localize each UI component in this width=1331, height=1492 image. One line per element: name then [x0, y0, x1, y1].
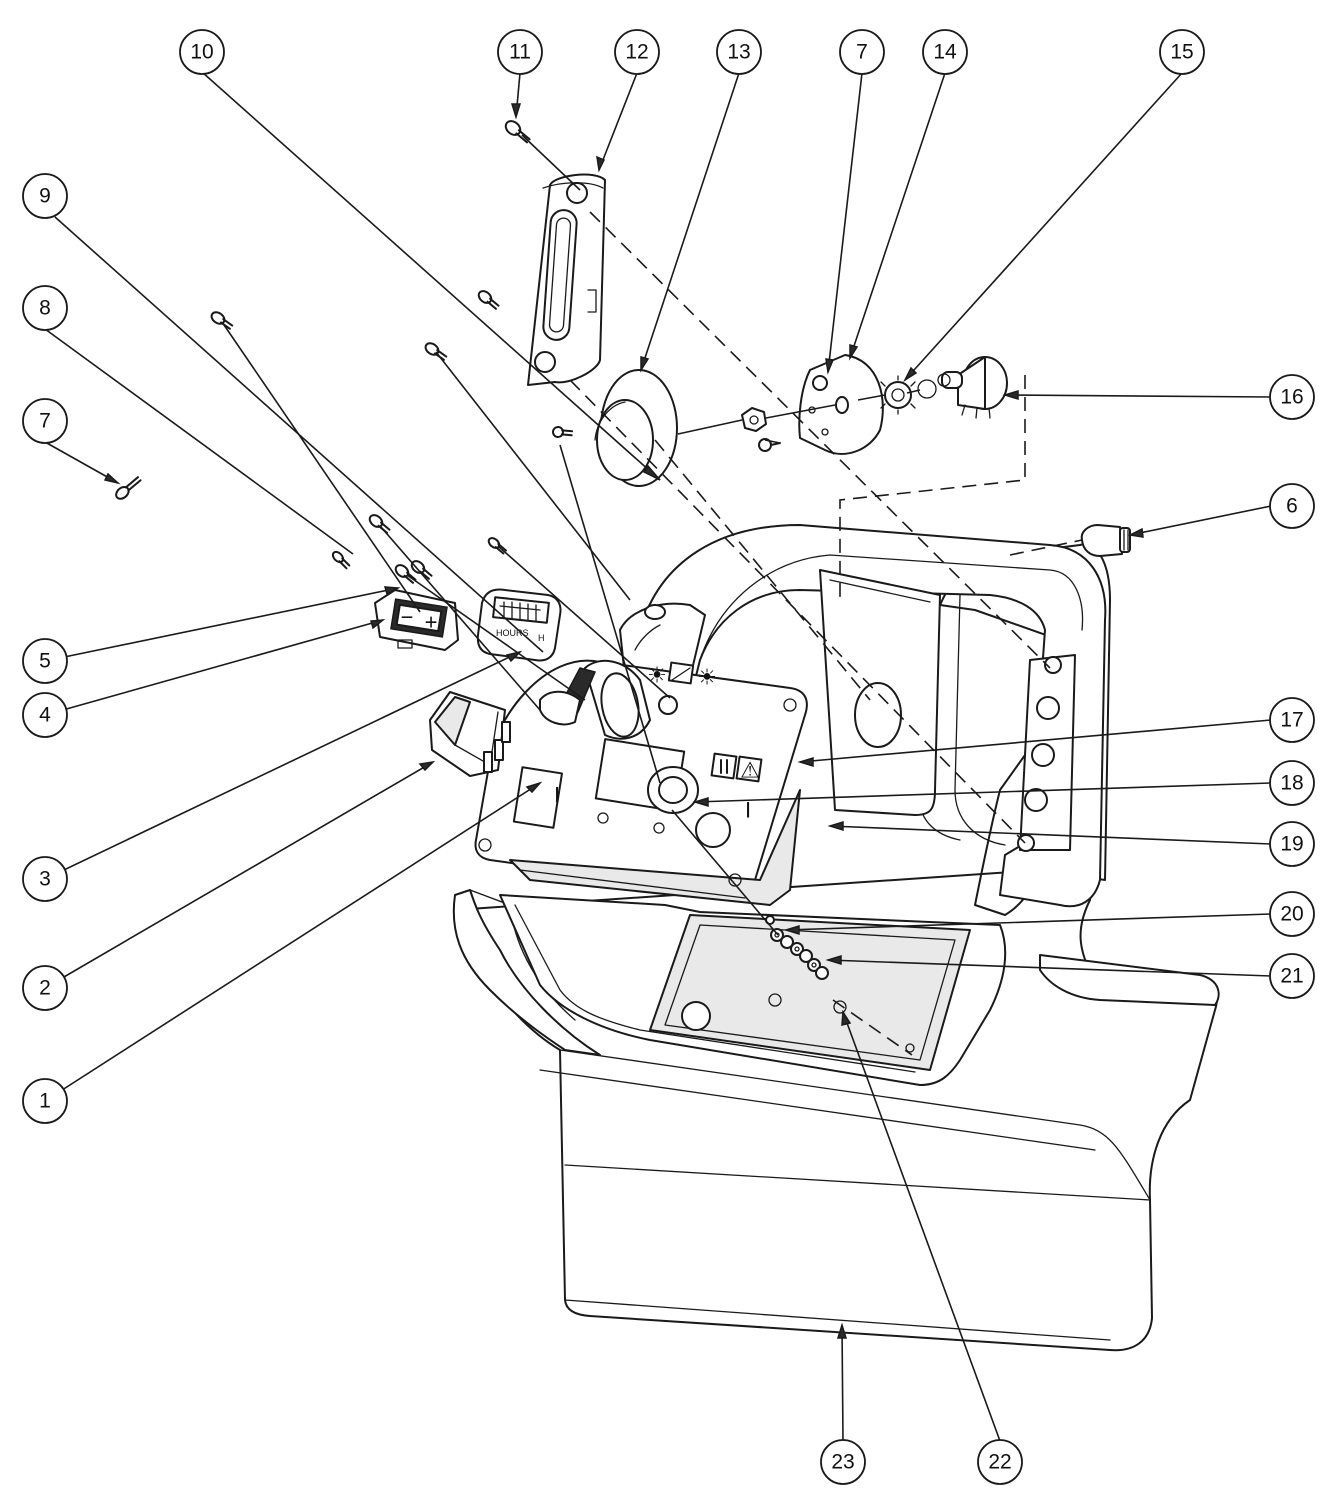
svg-text:18: 18 — [1280, 772, 1303, 795]
svg-text:7: 7 — [856, 41, 868, 64]
callout-12: 12 — [614, 29, 660, 75]
svg-text:23: 23 — [831, 1451, 854, 1474]
rocker-switch — [429, 691, 511, 777]
callout-7-top: 7 — [839, 29, 885, 75]
callout-18: 18 — [1269, 760, 1315, 806]
callout-4: 4 — [22, 692, 68, 738]
dashboard-housing — [452, 524, 1220, 1352]
svg-text:17: 17 — [1280, 709, 1303, 732]
callout-22: 22 — [977, 1439, 1023, 1485]
battery-indicator: − + — [374, 589, 459, 651]
callout-13: 13 — [716, 29, 762, 75]
callout-5: 5 — [22, 638, 68, 684]
svg-text:3: 3 — [39, 868, 51, 891]
callout-3: 3 — [22, 856, 68, 902]
potentiometer — [937, 356, 1008, 419]
svg-text:5: 5 — [39, 650, 51, 673]
control-knob — [594, 369, 678, 487]
hex-nut-small — [741, 407, 781, 452]
assembly-dash-lines — [221, 134, 1083, 1056]
svg-text:15: 15 — [1170, 41, 1193, 64]
svg-text:20: 20 — [1280, 903, 1303, 926]
svg-text:11: 11 — [509, 41, 531, 64]
callout-16: 16 — [1269, 374, 1315, 420]
svg-text:4: 4 — [39, 704, 51, 727]
mounting-bracket — [527, 173, 606, 386]
hourmeter-text: HOURS — [496, 628, 529, 638]
hour-meter: HOURS H — [476, 588, 562, 662]
potentiometer-plate — [798, 354, 884, 455]
callout-21: 21 — [1269, 953, 1315, 999]
svg-text:8: 8 — [39, 297, 51, 320]
svg-text:7: 7 — [39, 410, 51, 433]
svg-text:14: 14 — [933, 41, 957, 64]
callout-15: 15 — [1159, 29, 1205, 75]
callout-10: 10 — [179, 29, 225, 75]
svg-text:12: 12 — [625, 41, 648, 64]
callout-bubbles: 1 2 3 4 5 6 7 7 8 9 10 11 12 13 14 15 16… — [22, 29, 1315, 1485]
cable-plug — [1080, 524, 1131, 557]
svg-text:9: 9 — [39, 185, 51, 208]
battery-minus-mark: − — [401, 605, 414, 630]
svg-text:22: 22 — [988, 1451, 1011, 1474]
callout-8: 8 — [22, 285, 68, 331]
svg-text:19: 19 — [1280, 833, 1303, 856]
callout-17: 17 — [1269, 697, 1315, 743]
svg-text:1: 1 — [39, 1090, 51, 1113]
callout-7-left: 7 — [22, 398, 68, 444]
callout-14: 14 — [922, 29, 968, 75]
hourmeter-suffix: H — [538, 633, 545, 643]
svg-text:6: 6 — [1286, 495, 1298, 518]
warning-mark: ⚠ — [740, 758, 760, 783]
svg-text:16: 16 — [1280, 386, 1303, 409]
key-switch — [539, 659, 699, 814]
lock-washer — [880, 375, 937, 415]
callout-2: 2 — [22, 965, 68, 1011]
callout-19: 19 — [1269, 821, 1315, 867]
battery-plus-mark: + — [425, 610, 438, 635]
callout-11: 11 — [497, 29, 543, 75]
callout-20: 20 — [1269, 891, 1315, 937]
svg-text:13: 13 — [727, 41, 750, 64]
callout-9: 9 — [22, 173, 68, 219]
screw-set — [115, 120, 574, 584]
washer-nut-stack — [765, 915, 829, 980]
sun-left-mark: ☀ — [647, 663, 667, 688]
switch-on-mark: I — [554, 783, 560, 808]
callout-1: 1 — [22, 1078, 68, 1124]
switch-on-mark-2: I — [745, 798, 751, 823]
sun-right-mark: ☀ — [697, 665, 717, 690]
svg-text:21: 21 — [1280, 965, 1303, 988]
svg-text:10: 10 — [190, 41, 213, 64]
svg-text:2: 2 — [39, 977, 51, 1000]
callout-23: 23 — [820, 1439, 866, 1485]
callout-leaders — [44, 71, 1272, 1442]
callout-6: 6 — [1269, 483, 1315, 529]
